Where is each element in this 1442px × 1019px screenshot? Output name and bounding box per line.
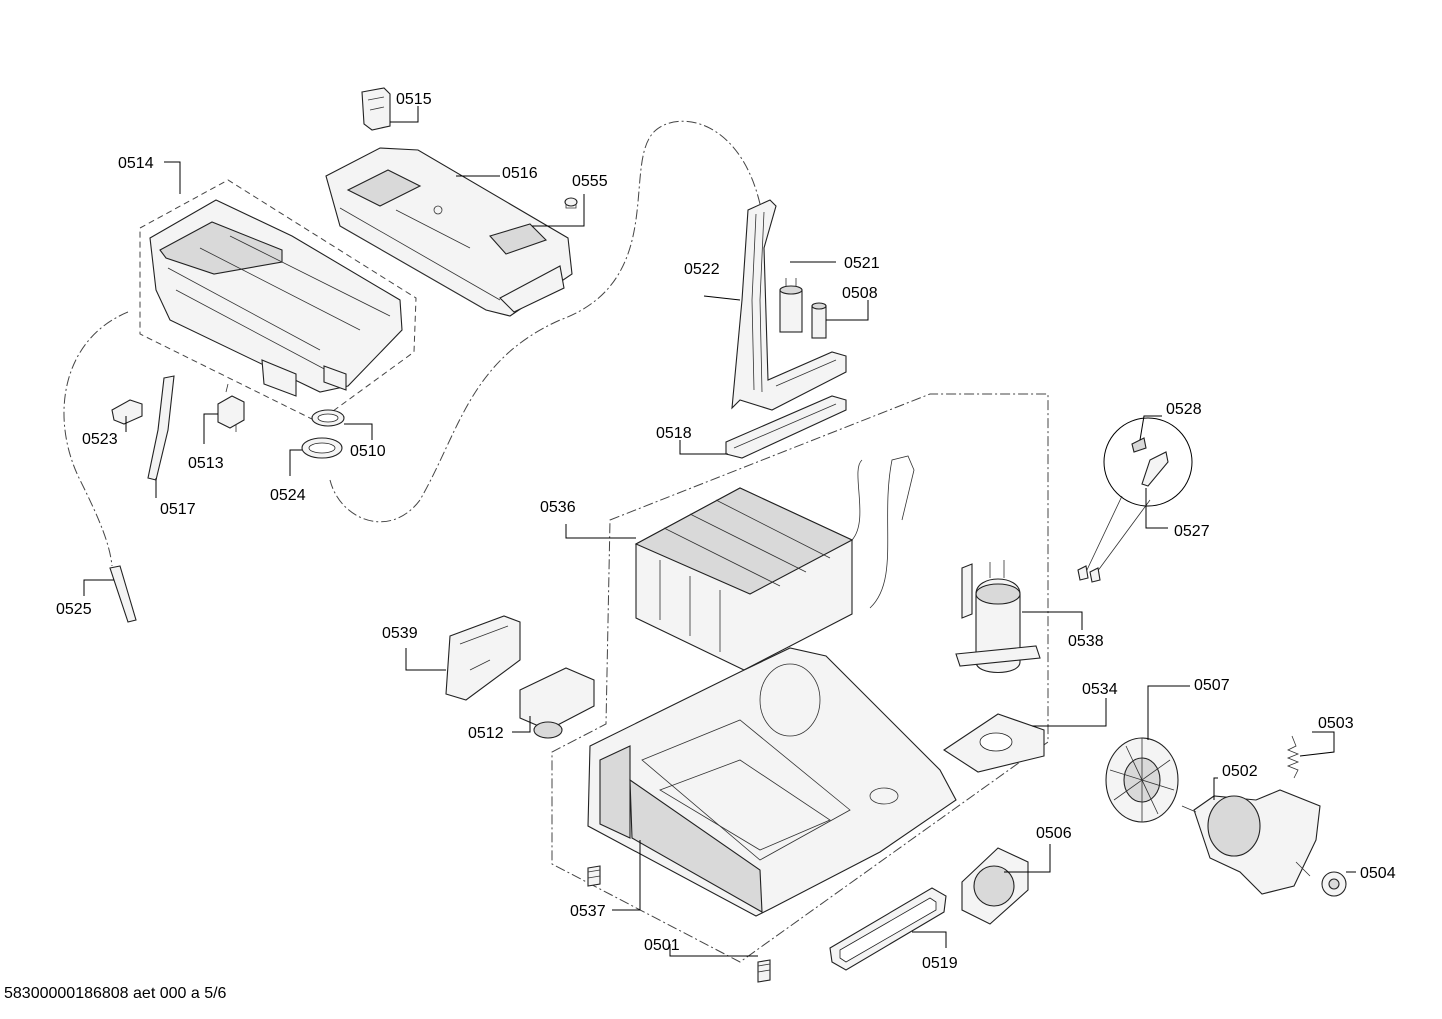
part-0515-clip [361, 87, 391, 131]
part-0539-bracket [445, 615, 521, 701]
part-0536-heat-exchanger [634, 455, 915, 671]
part-0519-gasket [829, 887, 947, 971]
part-0538-compressor [955, 560, 1041, 673]
part-0555-knob [564, 197, 578, 209]
callout-0506: 0506 [1036, 825, 1072, 842]
callout-0525: 0525 [56, 601, 92, 618]
callout-0514: 0514 [118, 155, 154, 172]
part-0507-fan-wheel [1105, 737, 1179, 823]
callout-0539: 0539 [382, 625, 418, 642]
callout-0519: 0519 [922, 955, 958, 972]
callout-0501: 0501 [644, 937, 680, 954]
part-0506-fan [961, 847, 1029, 925]
callout-0518: 0518 [656, 425, 692, 442]
callout-0523: 0523 [82, 431, 118, 448]
callout-0508: 0508 [842, 285, 878, 302]
callout-0527: 0527 [1174, 523, 1210, 540]
callout-0536: 0536 [540, 499, 576, 516]
part-0534-motor-bracket [942, 713, 1045, 773]
part-0528-0527-sensor-detail [1077, 417, 1193, 583]
part-0521-capacitor [779, 278, 803, 333]
callout-0507: 0507 [1194, 677, 1230, 694]
part-0513-valve [217, 383, 245, 432]
part-0523-clip [111, 399, 143, 425]
callout-0504: 0504 [1360, 865, 1396, 882]
callout-0503: 0503 [1318, 715, 1354, 732]
part-0514-drawer-housing [139, 179, 417, 423]
callout-0516: 0516 [502, 165, 538, 182]
drawing-id: 58300000186808 aet 000 a 5/6 [4, 985, 227, 1002]
leader-lines [83, 106, 1356, 957]
part-0502-motor [1181, 789, 1321, 895]
callout-0513: 0513 [188, 455, 224, 472]
callout-0517: 0517 [160, 501, 196, 518]
part-0518-seal-strip [725, 395, 847, 459]
callout-0522: 0522 [684, 261, 720, 278]
part-0503-spring [1286, 735, 1300, 779]
part-0504-pulley [1321, 871, 1347, 897]
part-0517-hose [147, 375, 175, 481]
callout-0534: 0534 [1082, 681, 1118, 698]
part-0508-capacitor [811, 302, 827, 339]
callout-0524: 0524 [270, 487, 306, 504]
callout-0521: 0521 [844, 255, 880, 272]
part-0522-air-duct [731, 199, 847, 411]
part-base-tub [587, 647, 957, 917]
part-0510-ring [311, 409, 345, 427]
hose-route-line [63, 311, 129, 567]
callout-0512: 0512 [468, 725, 504, 742]
part-0501-screw [757, 959, 771, 983]
part-0524-seal-ring [301, 437, 343, 459]
callout-0555: 0555 [572, 173, 608, 190]
callout-0537: 0537 [570, 903, 606, 920]
hose-route-line-2 [329, 120, 761, 523]
part-0516-drawer-cover [325, 147, 573, 317]
callout-0502: 0502 [1222, 763, 1258, 780]
part-0537-screw [587, 865, 601, 887]
part-0525-hose [109, 565, 137, 623]
callout-0510: 0510 [350, 443, 386, 460]
callout-0515: 0515 [396, 91, 432, 108]
callout-0538: 0538 [1068, 633, 1104, 650]
callout-0528: 0528 [1166, 401, 1202, 418]
part-0512-pump [519, 667, 595, 739]
assembly-frame-outline [551, 393, 1049, 963]
callout-labels: 0515 0514 0516 0555 0522 0521 0508 0523 … [56, 91, 1396, 972]
